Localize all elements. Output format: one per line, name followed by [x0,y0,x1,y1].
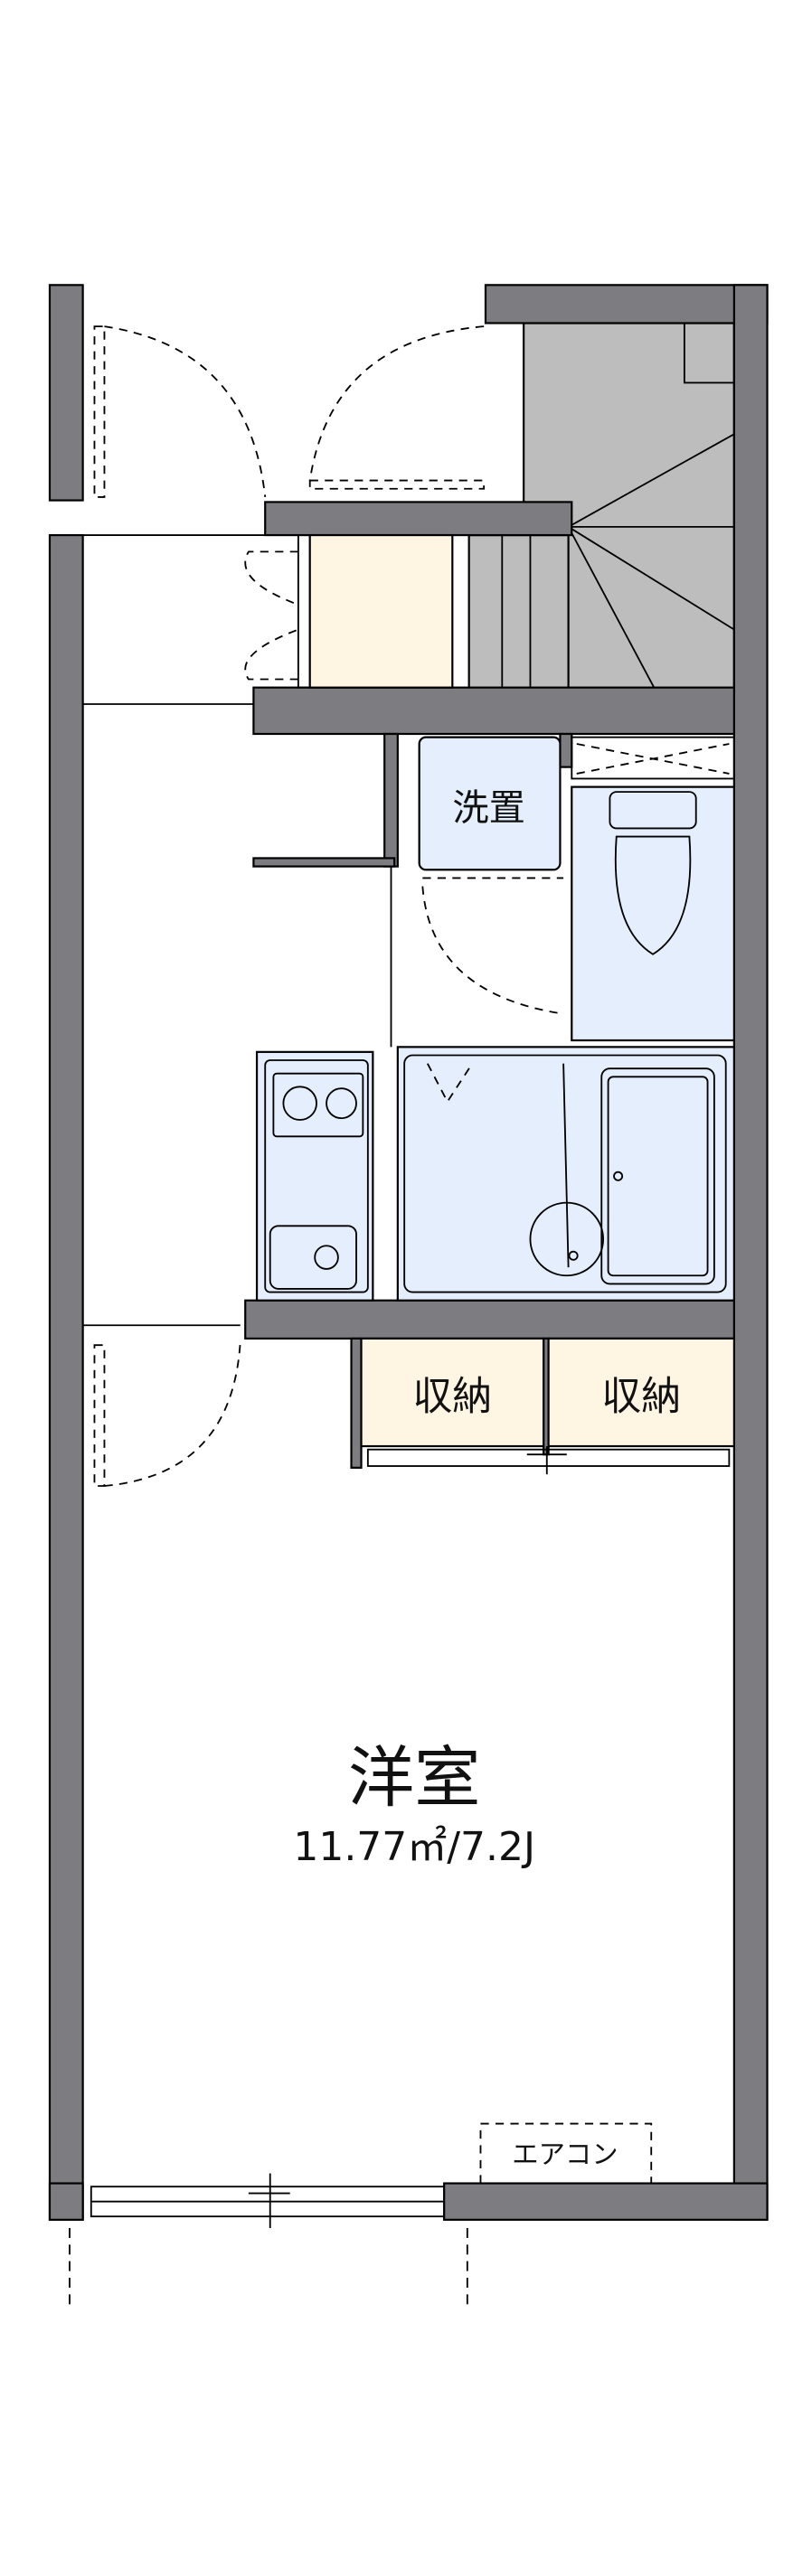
washer-space [418,736,562,871]
walls [48,284,769,2221]
storage-1 [360,1337,545,1448]
balcony-window[interactable] [90,2173,446,2229]
washbasin-icon [529,1201,605,1277]
storage-2 [547,1337,735,1448]
toilet-room [571,785,735,1042]
closet-doors[interactable] [244,534,311,689]
stove-burner-icon [326,1087,357,1120]
washroom-door[interactable] [421,877,564,1015]
western-room-label: 洋室 [348,1740,481,1817]
air-conditioner-label: エアコン [512,2139,618,2170]
entrance-door[interactable] [82,325,486,536]
storage-1-label: 収納 [412,1374,492,1420]
storage-2-label: 収納 [601,1374,681,1420]
entry-storage [308,533,454,689]
storage-sliding-doors[interactable] [366,1446,731,1475]
toilet-icon [609,791,697,955]
washer-label: 洗置 [452,786,525,829]
room-door[interactable] [93,1341,241,1487]
western-room-area: 11.77㎡/7.2J [293,1824,535,1870]
staircase [467,322,735,706]
sink-icon [269,1225,357,1290]
stove-burner-icon [282,1086,317,1121]
toilet-shelf [571,736,735,780]
